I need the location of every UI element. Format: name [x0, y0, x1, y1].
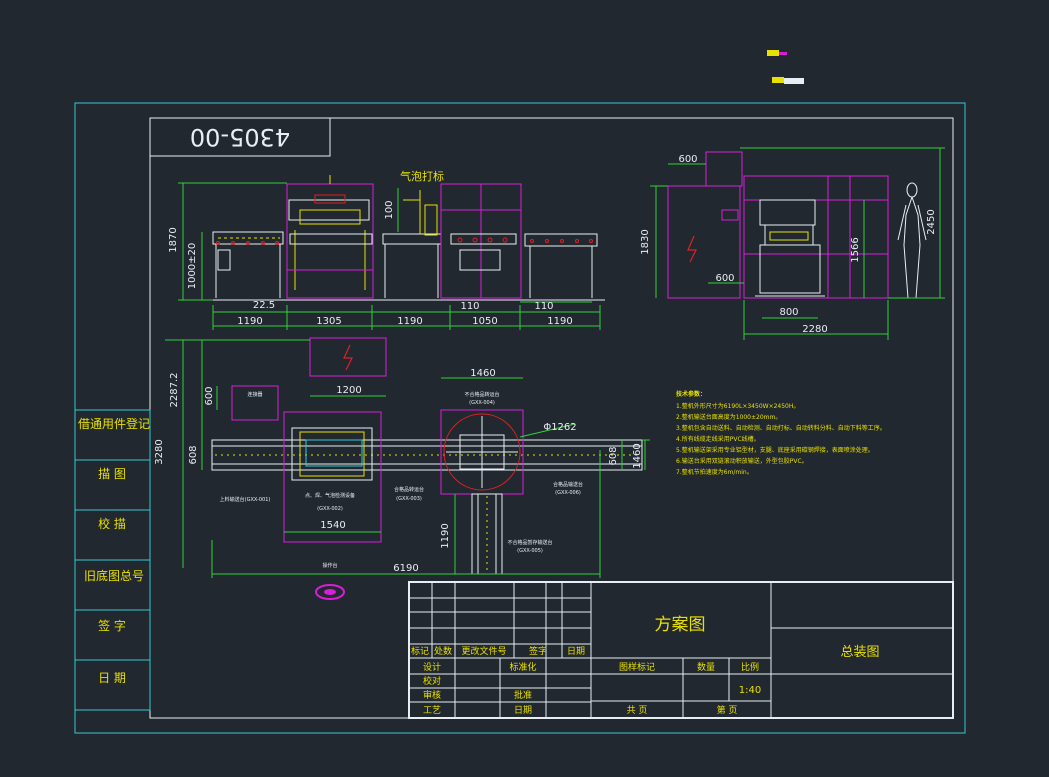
tb-row-design: 设计 — [423, 661, 441, 673]
side-label-1: 描 图 — [98, 467, 126, 481]
tb-header-date: 日期 — [567, 646, 585, 657]
layer-marker-icon-2 — [772, 77, 804, 84]
dim-diameter: Φ1262 — [543, 422, 576, 433]
tb-header-count: 处数 — [434, 645, 452, 657]
dim-1050: 1050 — [472, 316, 497, 327]
dim-1000: 1000±20 — [187, 243, 198, 290]
side-label-2: 校 描 — [98, 516, 126, 531]
plan-label-output-code: (GXX-006) — [555, 490, 581, 496]
tech-note-4: 4.所有线缆走线采用PVC线槽。 — [676, 435, 760, 443]
air-bubble-mark-label: 气泡打标 — [400, 169, 444, 183]
front-elevation — [178, 175, 605, 330]
plan-label-connector: 连接器 — [247, 391, 262, 398]
tb-row-process: 工艺 — [423, 705, 441, 716]
dim-1200: 1200 — [336, 385, 361, 396]
tb-drawing-mark: 图样标记 — [619, 661, 655, 673]
drawing-number: 4305-00 — [190, 123, 290, 151]
dim-600-mid: 600 — [715, 273, 734, 284]
side-label-3: 旧底图总号 — [84, 568, 144, 583]
dim-800: 800 — [779, 307, 798, 318]
dim-1566: 1566 — [850, 237, 861, 262]
dim-1190-a: 1190 — [237, 316, 262, 327]
plan-label-test-code: (GXX-002) — [317, 506, 343, 512]
plan-label-output: 合格品输送台 — [553, 481, 583, 488]
tech-note-5: 5.整机输送架采用专业铝型材，支腿、底座采用碳钢焊接，表面喷涂处理。 — [676, 446, 874, 454]
plan-label-buffer-code: (GXX-005) — [517, 548, 543, 554]
tech-notes-title: 技术参数： — [676, 390, 706, 398]
dim-608-right: 608 — [608, 446, 619, 465]
dim-1460-w: 1460 — [470, 368, 495, 379]
plan-label-transfer: 合格品转运台 — [394, 486, 424, 493]
tech-note-6: 6.输送台采用双链滚动积放输送，外型包胶PVC。 — [676, 457, 808, 465]
tb-header-mark: 标记 — [411, 645, 429, 657]
dim-22-5: 22.5 — [253, 300, 275, 311]
tb-quantity: 数量 — [697, 661, 715, 673]
dim-1190-b: 1190 — [397, 316, 422, 327]
dim-1830: 1830 — [640, 229, 651, 254]
dim-1460-v: 1460 — [632, 443, 643, 468]
plan-label-reject-code: (GXX-004) — [469, 400, 495, 406]
tech-note-3: 3.整机包含自动送料、自动检测、自动打标、自动转料分料、自动下料等工序。 — [676, 424, 886, 432]
dim-1540: 1540 — [320, 520, 345, 531]
dim-608-left: 608 — [188, 445, 199, 464]
dim-100: 100 — [384, 200, 395, 219]
plan-label-transfer-code: (GXX-003) — [396, 496, 422, 502]
side-label-5: 日 期 — [98, 671, 126, 685]
tb-row-check: 校对 — [423, 675, 441, 687]
dim-600-plan: 600 — [204, 386, 215, 405]
dim-110-a: 110 — [460, 301, 479, 312]
tb-row-std: 标准化 — [509, 661, 536, 673]
tb-scale-value: 1:40 — [739, 685, 761, 696]
plan-view — [165, 337, 650, 600]
dim-600-top: 600 — [678, 154, 697, 165]
dim-2287: 2287.2 — [169, 373, 180, 408]
title-block — [408, 581, 954, 719]
dim-1190-c: 1190 — [547, 316, 572, 327]
tech-note-1: 1.整机外形尺寸为6190L×3450W×2450H。 — [676, 402, 799, 410]
dim-2280: 2280 — [802, 324, 827, 335]
tb-sheet-total: 共 页 — [627, 705, 648, 716]
dim-3280: 3280 — [154, 439, 165, 464]
tb-row-review: 审核 — [423, 689, 441, 701]
side-label-0: 借通用件登记 — [78, 416, 150, 431]
plan-label-operator: 操作台 — [322, 562, 337, 569]
plan-label-reject: 不合格品转运台 — [464, 391, 499, 398]
tb-scale-label: 比例 — [741, 661, 759, 673]
tb-sheet-no: 第 页 — [717, 704, 738, 716]
layer-marker-icon-1 — [767, 50, 787, 56]
dim-2450: 2450 — [926, 209, 937, 234]
dim-1870: 1870 — [168, 227, 179, 252]
tb-header-sign: 签字 — [529, 645, 547, 657]
plan-label-buffer: 不合格品暂存输送台 — [507, 539, 552, 546]
tb-header-change: 更改文件号 — [461, 645, 506, 657]
outer-border — [74, 102, 966, 734]
plan-label-test: 点、焊、气泡检测设备 — [305, 492, 355, 499]
tb-row-date: 日期 — [514, 705, 532, 716]
drawing-number-box — [149, 117, 331, 157]
dim-6190: 6190 — [393, 563, 418, 574]
tech-note-2: 2.整机输送台面高度为1000±20mm。 — [676, 413, 781, 421]
assembly-title: 总装图 — [840, 645, 879, 660]
dim-1190-plan: 1190 — [440, 523, 451, 548]
side-label-column: 借通用件登记 描 图 校 描 旧底图总号 签 字 日 期 — [74, 409, 151, 711]
scheme-title: 方案图 — [655, 615, 706, 635]
dim-110-b: 110 — [534, 301, 553, 312]
tech-note-7: 7.整机节拍速度为6m/min。 — [676, 468, 753, 476]
dim-1305: 1305 — [316, 316, 341, 327]
side-elevation — [650, 147, 945, 340]
side-label-4: 签 字 — [98, 618, 126, 633]
plan-label-feed: 上料输送台(GXX-001) — [220, 496, 271, 503]
tb-row-approve: 批准 — [514, 689, 532, 701]
